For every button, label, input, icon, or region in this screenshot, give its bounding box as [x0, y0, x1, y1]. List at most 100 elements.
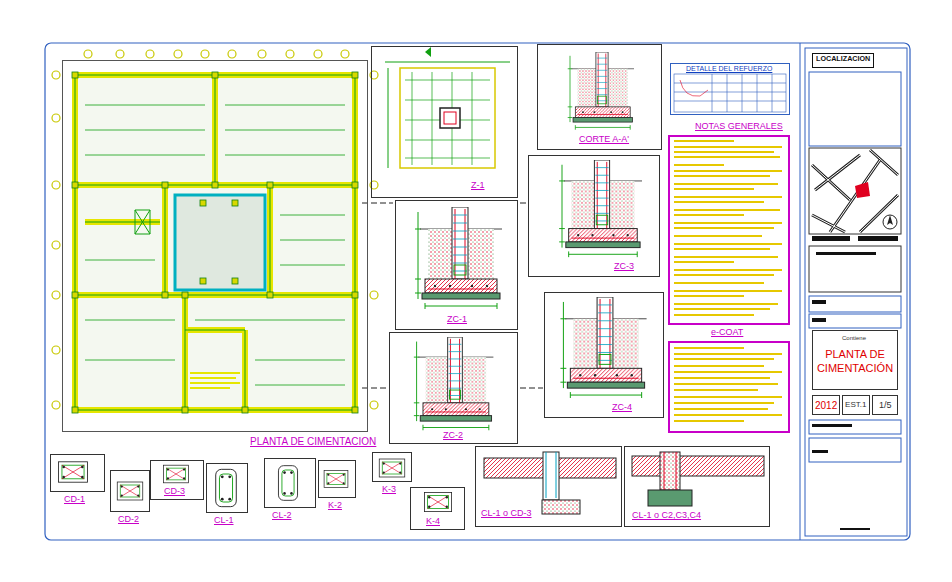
detail-frame: CL-1 o CD-3: [475, 446, 622, 527]
drawing-rect: [674, 188, 754, 190]
drawing-rect: [809, 296, 901, 312]
drawing-path: [680, 80, 708, 96]
drawing-path: [674, 74, 786, 112]
drawing-label: CL-1: [213, 516, 235, 526]
drawing-circle: [370, 291, 378, 299]
drawing-line: [800, 43, 801, 540]
drawing-rect: [182, 292, 188, 298]
drawing-rect: [352, 407, 358, 413]
title-block: [805, 48, 907, 536]
foundation-plan: [52, 50, 378, 413]
drawing-label: DETALLE DEL REFUERZO: [685, 65, 773, 73]
drawing-circle: [258, 50, 266, 58]
drawing-circle: [52, 114, 60, 122]
drawing-label: K-4: [425, 517, 441, 527]
detail-frame: K-2: [318, 460, 356, 498]
detail-frame: CL-1 o C2,C3,C4: [624, 446, 770, 527]
drawing-rect: [674, 353, 782, 355]
drawing-path: [855, 182, 870, 198]
drawing-circle: [52, 291, 60, 299]
drawing-label: CD-2: [117, 515, 140, 525]
drawing-circle: [52, 346, 60, 354]
drawing-label: e-COAT: [710, 328, 744, 338]
detail-frame: EST.1: [842, 395, 870, 415]
drawing-rect: [809, 420, 901, 434]
drawing-rect: [542, 500, 580, 514]
drawing-label: K-3: [381, 485, 397, 495]
drawing-label: PLANTA DE CIMENTACION: [249, 436, 377, 447]
drawing-rect: [72, 72, 78, 78]
drawing-rect: [674, 365, 764, 367]
drawing-g: [72, 72, 358, 413]
drawing-use: [216, 469, 237, 506]
drawing-label: Contiene: [841, 335, 867, 342]
drawing-rect: [674, 146, 782, 148]
drawing-label: CL-1 o CD-3: [480, 509, 533, 519]
drawing-rect: [812, 300, 826, 304]
drawing-rect: [674, 414, 782, 416]
drawing-rect: [632, 456, 764, 476]
drawing-circle: [201, 50, 209, 58]
drawing-label: ZC-3: [613, 262, 635, 272]
drawing-rect: [674, 256, 778, 258]
drawing-rect: [674, 347, 744, 349]
drawing-rect: [809, 438, 901, 462]
drawing-rect: [674, 269, 782, 271]
drawing-circle: [370, 401, 378, 409]
detail-frame: CD-1: [50, 454, 105, 492]
drawing-rect: [812, 318, 826, 322]
drawing-rect: [674, 183, 778, 185]
drawing-rect: [674, 243, 782, 245]
detail-frame: e-COAT: [668, 341, 790, 433]
detail-frame: ContienePLANTA DE CIMENTACIÓN: [812, 330, 898, 390]
drawing-rect: [816, 252, 876, 255]
drawing-rect: [190, 382, 240, 384]
drawing-use: [75, 75, 355, 410]
detail-frame: PLANTA DE CIMENTACION: [62, 60, 368, 432]
drawing-rect: [840, 528, 870, 530]
drawing-rect: [200, 278, 206, 284]
drawing-use: [559, 160, 642, 257]
drawing-line: [385, 62, 510, 63]
drawing-rect: [200, 200, 206, 206]
drawing-rect: [543, 452, 559, 500]
drawing-path: [812, 150, 898, 232]
detail-frame: 1/5: [872, 395, 898, 415]
drawing-rect: [75, 75, 355, 410]
drawing-circle: [883, 215, 897, 229]
drawing-rect: [400, 68, 495, 168]
drawing-g: [674, 140, 782, 422]
drawing-rect: [232, 200, 238, 206]
drawing-rect: [858, 236, 898, 241]
drawing-rect: [190, 372, 240, 374]
drawing-label: 1/5: [878, 401, 893, 411]
detail-frame: NOTAS GENERALES: [668, 135, 790, 325]
detail-frame: K-4: [410, 487, 465, 530]
drawing-rect: [674, 358, 774, 360]
drawing-rect: [674, 140, 734, 142]
drawing-label: CORTE A-A': [578, 135, 630, 145]
drawing-use: [568, 52, 634, 130]
drawing-path: [664, 452, 676, 490]
drawing-rect: [674, 164, 724, 166]
drawing-rect: [267, 182, 273, 188]
drawing-rect: [809, 314, 901, 328]
drawing-line: [388, 68, 389, 168]
drawing-rect: [674, 201, 764, 203]
drawing-rect: [812, 450, 828, 453]
drawing-rect: [212, 182, 218, 188]
drawing-rect: [674, 196, 782, 198]
drawing-circle: [341, 50, 349, 58]
drawing-use: [164, 465, 189, 483]
drawing-label: Z-1: [470, 181, 486, 191]
detail-frame: CD-2: [110, 470, 150, 512]
drawing-rect: [674, 227, 774, 229]
footing-plan-detail: [385, 47, 510, 168]
drawing-rect: [352, 72, 358, 78]
drawing-rect: [72, 182, 78, 188]
drawing-rect: [352, 182, 358, 188]
drawing-rect: [648, 490, 692, 506]
detail-frame: CD-3: [150, 460, 204, 500]
drawing-rect: [674, 303, 778, 305]
drawing-rect: [72, 407, 78, 413]
